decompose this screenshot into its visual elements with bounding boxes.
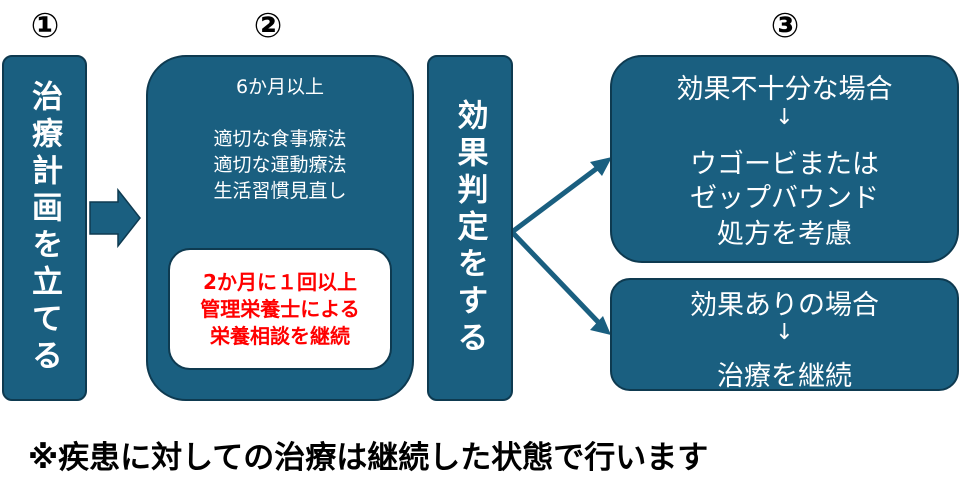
arrow-to-effective <box>510 230 602 326</box>
treatment-box: 6か月以上 適切な食事療法 適切な運動療法 生活習慣見直し 2か月に１回以上 管… <box>146 55 414 401</box>
duration-label: 6か月以上 <box>235 76 325 98</box>
treatment-line: 生活習慣見直し <box>213 180 347 202</box>
arrow-to-insufficient <box>510 164 602 234</box>
effective-box: 効果ありの場合 ↓ 治療を継続 <box>610 278 959 392</box>
plan-box: 治療計画を立てる <box>2 55 87 401</box>
block-arrow-right <box>89 187 141 249</box>
insufficient-line: 処方を考慮 <box>717 219 852 250</box>
down-arrow-icon: ↓ <box>775 105 794 130</box>
down-arrow-icon: ↓ <box>775 320 794 345</box>
insufficient-line: ゼップバウンド <box>690 183 879 214</box>
treatment-line: 適切な運動療法 <box>213 154 347 176</box>
effective-result: 治療を継続 <box>717 361 852 392</box>
step-number-3: ③ <box>770 6 800 46</box>
step-number-2: ② <box>253 6 283 46</box>
insufficient-line: ウゴービまたは <box>690 149 879 180</box>
step-number-1: ① <box>30 6 60 46</box>
insufficient-box: 効果不十分な場合 ↓ ウゴービまたは ゼップバウンド 処方を考慮 <box>610 55 959 263</box>
insufficient-title: 効果不十分な場合 <box>676 74 893 105</box>
note-line: 2か月に１回以上 <box>203 270 357 294</box>
treatment-line: 適切な食事療法 <box>213 128 347 150</box>
note-line: 栄養相談を継続 <box>210 324 350 348</box>
evaluation-box: 効果判定をする <box>427 55 513 401</box>
footer-note: ※疾患に対しての治療は継続した状態で行います <box>28 440 709 476</box>
nutrition-note-box: 2か月に１回以上 管理栄養士による 栄養相談を継続 <box>168 248 392 370</box>
effective-title: 効果ありの場合 <box>690 290 879 321</box>
note-line: 管理栄養士による <box>200 297 360 321</box>
